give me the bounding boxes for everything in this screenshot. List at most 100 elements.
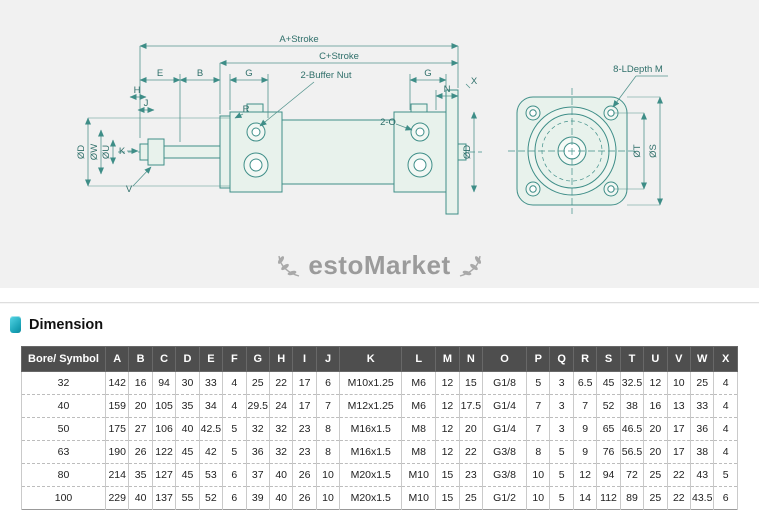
dimension-cell: 12	[435, 394, 460, 418]
col-header-c: C	[151, 346, 177, 372]
col-header-o: O	[482, 346, 528, 372]
dimension-cell: 32.5	[619, 371, 645, 395]
label-dia-s: ØS	[648, 144, 659, 158]
dimension-cell: 5	[549, 440, 574, 464]
col-header-t: T	[619, 346, 645, 372]
bore-cell: 80	[21, 463, 106, 487]
col-header-n: N	[458, 346, 484, 372]
dimension-cell: 52	[596, 394, 621, 418]
dimension-cell: M20x1.5	[339, 486, 403, 510]
dimension-cell: 106	[151, 417, 177, 441]
dimension-cell: 4	[222, 394, 247, 418]
dimension-cell: G1/4	[482, 417, 528, 441]
dimension-cell: 20	[458, 417, 484, 441]
dimension-cell: 17	[666, 440, 692, 464]
dimension-cell: 53	[198, 463, 224, 487]
dimension-cell: 4	[222, 371, 247, 395]
dimension-cell: G3/8	[482, 440, 528, 464]
section-divider	[0, 302, 759, 303]
dimension-cell: 10	[526, 463, 551, 487]
end-view-dimensions	[612, 75, 668, 206]
dimension-cell: 40	[175, 417, 200, 441]
dimension-cell: M6	[401, 394, 437, 418]
dimension-cell: 29.5	[245, 394, 270, 418]
col-header-l: L	[401, 346, 437, 372]
dimension-cell: 17	[666, 417, 692, 441]
dimension-cell: 6.5	[572, 371, 598, 395]
dimension-cell: 4	[713, 371, 738, 395]
dimension-cell: 17.5	[458, 394, 484, 418]
dimension-cell: 35	[175, 394, 200, 418]
bore-cell: 63	[21, 440, 106, 464]
label-g-right: G	[424, 68, 431, 79]
dimension-cell: 8	[526, 440, 551, 464]
label-dia-t: ØT	[632, 144, 643, 157]
dimension-cell: 22	[666, 463, 692, 487]
dimension-cell: 10	[526, 486, 551, 510]
col-header-k: K	[339, 346, 403, 372]
dimension-cell: 17	[292, 394, 317, 418]
dimension-cell: 32	[268, 417, 294, 441]
dimension-cell: 7	[572, 394, 598, 418]
dimension-cell: 33	[690, 394, 715, 418]
dimension-cell: 20	[643, 440, 668, 464]
col-header-r: R	[572, 346, 598, 372]
dimension-cell: 42	[198, 440, 224, 464]
col-header-w: W	[690, 346, 715, 372]
dimension-cell: 65	[596, 417, 621, 441]
dimension-cell: 25	[643, 463, 668, 487]
dimension-cell: 39	[245, 486, 270, 510]
dimension-cell: 33	[198, 371, 224, 395]
dimension-cell: 229	[104, 486, 130, 510]
dimension-cell: 12	[643, 371, 668, 395]
dimension-cell: M10	[401, 463, 437, 487]
dimension-cell: 36	[690, 417, 715, 441]
dimension-cell: 3	[549, 417, 574, 441]
col-header-j: J	[315, 346, 341, 372]
bore-cell: 40	[21, 394, 106, 418]
dimension-cell: 35	[128, 463, 153, 487]
dimension-cell: 37	[245, 463, 270, 487]
section-title: Dimension	[29, 316, 104, 333]
dimension-cell: 7	[526, 417, 551, 441]
dimension-cell: 40	[268, 463, 294, 487]
dimension-cell: 7	[526, 394, 551, 418]
dimension-cell: 6	[222, 463, 247, 487]
dimension-cell: 45	[596, 371, 621, 395]
label-2o-ports: 2-O	[380, 117, 396, 128]
dimension-cell: 9	[572, 440, 598, 464]
cylinder-technical-drawing: A+Stroke C+Stroke E B G 2-Buffer Nut G N…	[76, 34, 668, 215]
dimension-cell: 25	[643, 486, 668, 510]
dimension-cell: G3/8	[482, 463, 528, 487]
dimension-cell: 112	[596, 486, 621, 510]
label-dia-d-right: ØD	[462, 145, 473, 159]
dimension-cell: 5	[549, 463, 574, 487]
col-header-x: X	[713, 346, 738, 372]
dimension-cell: 55	[175, 486, 200, 510]
dimension-cell: 23	[292, 417, 317, 441]
watermark-text: estoMarket	[308, 250, 451, 280]
dimension-cell: 12	[435, 371, 460, 395]
dimension-cell: 42.5	[198, 417, 224, 441]
dimension-cell: 7	[315, 394, 341, 418]
col-header-a: A	[104, 346, 130, 372]
label-c-stroke: C+Stroke	[319, 51, 359, 62]
dimension-cell: 142	[104, 371, 130, 395]
dimension-cell: G1/8	[482, 371, 528, 395]
bore-cell: 100	[21, 486, 106, 510]
dimension-cell: M8	[401, 417, 437, 441]
cylinder-end-view	[508, 88, 636, 214]
label-a-stroke: A+Stroke	[279, 34, 318, 45]
dimension-cell: 26	[292, 486, 317, 510]
dimension-cell: M16x1.5	[339, 440, 403, 464]
dimension-section-header: Dimension	[0, 303, 759, 342]
label-dia-u: ØU	[101, 145, 112, 159]
dimension-cell: 12	[435, 417, 460, 441]
dimension-cell: M20x1.5	[339, 463, 403, 487]
dimension-cell: 20	[643, 417, 668, 441]
